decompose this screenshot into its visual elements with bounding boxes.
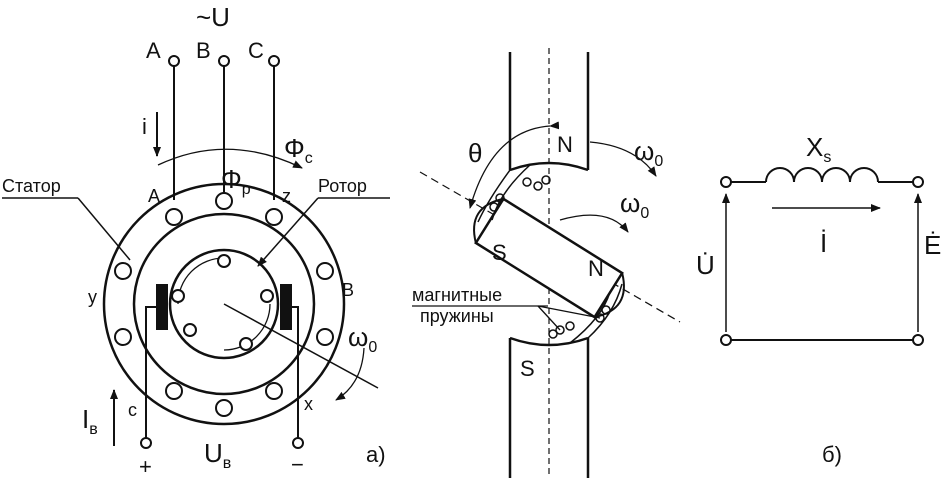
terminal-b [218,55,230,67]
south-rotor-label: S [492,240,507,265]
terminal-top-right [912,176,924,188]
north-rotor-label: N [588,256,604,281]
south-pole-face [509,336,589,347]
reactance-label: Xs [806,132,831,166]
phase-leads [168,55,280,200]
winding-b-label: B [342,280,354,300]
reactance-coil [765,167,879,183]
terminal-minus [292,437,304,449]
omega-label-rotor: ω0 [620,188,649,222]
phase-b-label: B [196,38,211,63]
winding-y-label: y [88,287,97,307]
figure-b-equivalent-circuit: Xs İ U̇ Ė б) [696,132,941,467]
excitation-voltage-label: Uв [204,438,231,472]
excitation-leads [140,306,304,449]
theta-arc [468,121,560,209]
theta-label: θ [468,138,482,168]
winding-z-label: z [282,186,291,206]
plus-label: + [139,454,152,479]
rotor-rotation-arrow-middle [559,214,629,233]
voltage-label: U̇ [696,250,715,280]
rotor-axis-line [223,303,379,389]
caption-a: а) [366,442,386,467]
brush-left [156,284,168,330]
excitation-current-label: Iв [82,404,98,438]
stator-inner-ring [132,212,316,396]
north-stator-label: N [557,132,573,157]
flux-p-label: Φр [221,164,251,198]
brush-right [280,284,292,330]
supply-voltage-label: ~U [196,2,230,32]
rotor-rotation-arrow [335,347,365,401]
rotor-leader [257,197,319,267]
springs-label-line1: магнитные [412,285,502,305]
current-i-label: i [142,114,147,139]
stator-field-rotation-arrow [589,141,657,177]
terminal-bottom-right [912,334,924,346]
field-rotation-arrow [157,148,303,169]
stator-leader [77,197,131,261]
springs-label-line2: пружины [420,306,494,326]
current-label: İ [820,228,827,258]
phase-a-label: A [146,38,161,63]
terminal-a [168,55,180,67]
figure-a-machine: ~U A B C i Φс Φр Статор Ротор [2,2,390,479]
stator-outer-ring [102,182,346,426]
rotor-slots [171,254,274,351]
phase-c-label: C [248,38,264,63]
omega-label-stator: ω0 [634,136,663,170]
terminal-c [268,55,280,67]
terminal-top-left [720,176,732,188]
figure-magnetic-springs: θ N S S N ω0 ω0 магнитные пружины [412,48,681,478]
stator-slots [114,192,334,417]
winding-c-label: c [128,400,137,420]
flux-c-label: Φс [284,133,313,167]
winding-a-label: A [148,186,160,206]
emf-label: Ė [924,230,941,260]
terminal-bottom-left [720,334,732,346]
omega-label-a: ω0 [348,322,377,356]
rotor-label: Ротор [318,176,367,196]
south-stator-label: S [520,356,535,381]
caption-b: б) [822,442,842,467]
minus-label: − [291,452,304,477]
rotor [156,248,292,360]
terminal-plus [140,437,152,449]
springs-leader-1 [537,305,561,331]
stator-label: Статор [2,176,61,196]
springs-leader-2 [537,305,601,319]
winding-x-label: x [304,394,313,414]
